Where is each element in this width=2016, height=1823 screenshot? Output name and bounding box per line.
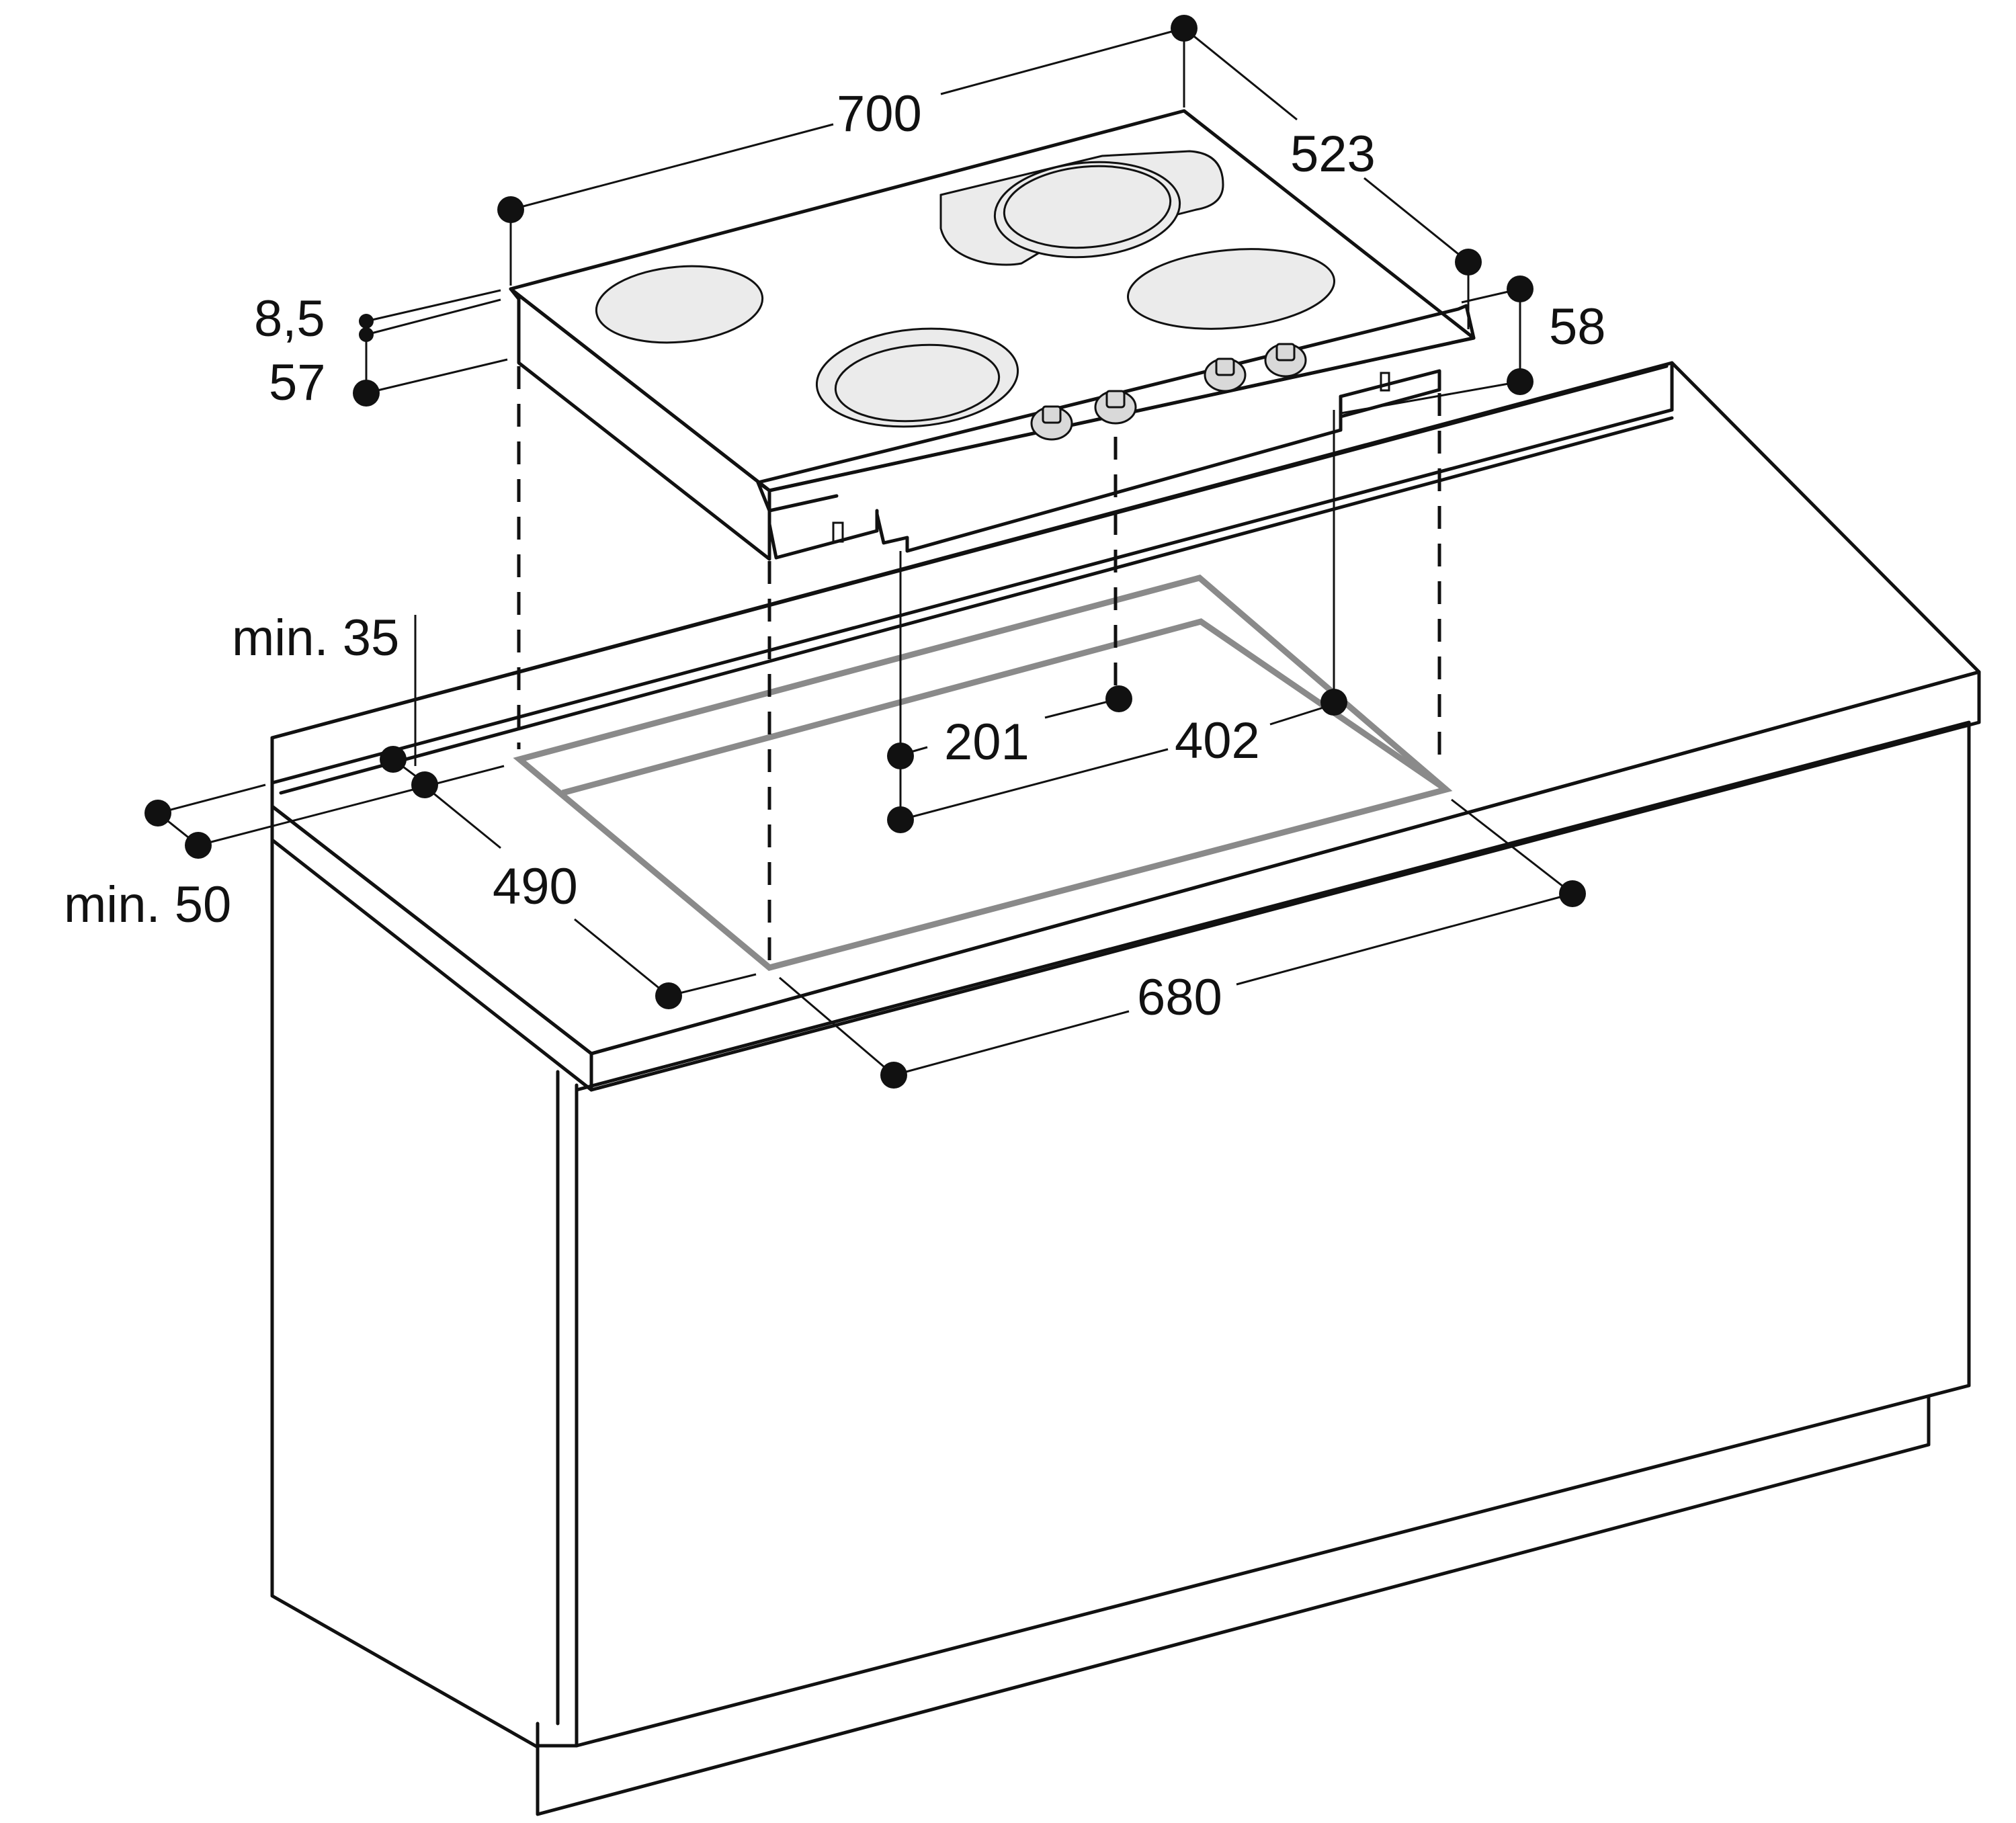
dot-min35-back (380, 746, 407, 773)
dot-57-bottom (353, 380, 380, 407)
hob-connector-left (832, 521, 844, 543)
worktop-right-edge (589, 670, 1981, 1092)
dot-58-bottom (1507, 368, 1534, 395)
dot-680-left (880, 1062, 907, 1089)
burner-front-right (1127, 248, 1335, 330)
backsplash-top (270, 364, 1669, 740)
cabinet-left-side (270, 838, 540, 1749)
worktop-front-edge (270, 804, 593, 1092)
label-connector-offset: 201 (944, 714, 1030, 771)
projection-lines (517, 366, 1441, 968)
dot-8-5-top (359, 314, 374, 329)
dot-680-right (1559, 880, 1586, 907)
knob-1[interactable] (1030, 405, 1073, 441)
label-connector-width: 402 (1175, 712, 1260, 769)
dot-490-front (655, 982, 682, 1009)
burner-front-left-inner (834, 343, 1001, 423)
label-hob-top-thickness: 8,5 (254, 290, 325, 347)
plinth (536, 1396, 1931, 1816)
dot-201-right (1105, 685, 1132, 712)
dot-201-left (887, 743, 914, 769)
dot-58-top (1507, 275, 1534, 302)
dot-402-left (887, 806, 914, 833)
dot-8-5-bottom (359, 327, 374, 342)
label-control-panel-height: 58 (1549, 298, 1606, 355)
cutout-inner-back (561, 618, 1448, 796)
dot-min50-left (144, 800, 171, 826)
burner-rear-right-inner (1003, 165, 1172, 249)
knob-2[interactable] (1094, 390, 1137, 425)
cabinet-front (575, 720, 1971, 1748)
knob-3[interactable] (1204, 357, 1247, 392)
cutout (513, 575, 1453, 971)
label-cutout-width: 680 (1137, 969, 1222, 1026)
burner-rear-left (595, 265, 764, 344)
label-hob-body-height: 57 (269, 354, 326, 411)
hob (509, 109, 1476, 561)
hob-left-side (509, 287, 771, 561)
dot-700-right (1171, 15, 1198, 42)
label-hob-depth: 523 (1290, 126, 1376, 183)
dot-700-left (497, 196, 524, 223)
cabinet (270, 361, 1981, 1816)
dot-523-front (1455, 249, 1482, 275)
knob-4[interactable] (1264, 343, 1307, 378)
label-min-side-distance: min. 50 (64, 876, 231, 933)
dimension-dots (144, 15, 1586, 1089)
label-min-rear-distance: min. 35 (232, 609, 399, 667)
dot-min50-right (185, 832, 212, 859)
hob-connector-right (1380, 372, 1390, 392)
dot-402-right (1320, 689, 1347, 716)
label-hob-width: 700 (837, 85, 922, 142)
hob-body-left (767, 509, 879, 560)
hob-body-front (875, 394, 1343, 553)
dot-min35-front (411, 771, 438, 798)
backsplash (270, 361, 1674, 785)
label-cutout-depth: 490 (493, 858, 578, 915)
dimension-labels: 700 523 8,5 57 58 min. 35 min. 50 490 68… (64, 85, 1606, 1026)
